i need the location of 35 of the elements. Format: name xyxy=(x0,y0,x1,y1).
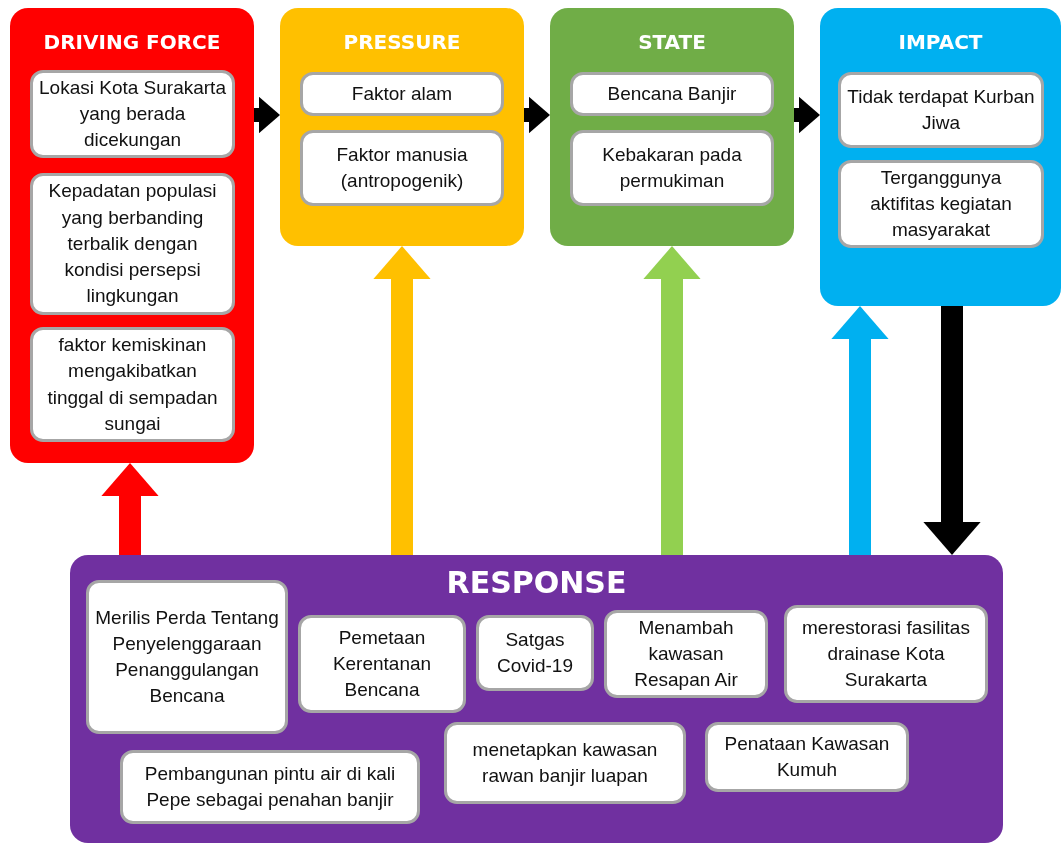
arrow xyxy=(794,96,820,134)
arrow xyxy=(524,96,550,134)
arrow xyxy=(101,463,159,555)
text-box: Lokasi Kota Surakarta yang berada dicekungan xyxy=(30,70,235,158)
text-box: menetapkan kawasan rawan banjir luapan xyxy=(444,722,686,804)
text-box: faktor kemiskinan mengakibatkan tinggal di sempadan sungai xyxy=(30,327,235,442)
panel-heading: DRIVING FORCE xyxy=(42,30,222,54)
colored-panel xyxy=(10,8,254,463)
arrow xyxy=(923,306,981,555)
text-box: Bencana Banjir xyxy=(570,72,774,116)
text-box: Pembangunan pintu air di kali Pepe sebagai penahan banjir xyxy=(120,750,420,824)
text-box: Satgas Covid-19 xyxy=(476,615,594,691)
arrow xyxy=(373,246,431,555)
text-box: Kebakaran pada permukiman xyxy=(570,130,774,206)
panel-heading: RESPONSE xyxy=(445,565,628,600)
arrow xyxy=(643,246,701,555)
panel-heading: PRESSURE xyxy=(342,30,462,54)
text-box: Kepadatan populasi yang berbanding terbalik dengan kondisi persepsi lingkungan xyxy=(30,173,235,315)
arrow xyxy=(831,306,889,555)
text-box: Menambah kawasan Resapan Air xyxy=(604,610,768,698)
panel-heading: IMPACT xyxy=(897,30,984,54)
arrow xyxy=(254,96,280,134)
colored-panel xyxy=(820,8,1061,306)
text-box: Faktor alam xyxy=(300,72,504,116)
colored-panel xyxy=(550,8,794,246)
colored-panel xyxy=(70,555,1003,843)
panel-heading: STATE xyxy=(637,30,707,54)
text-box: Terganggunya aktifitas kegiatan masyarakat xyxy=(838,160,1044,248)
text-box: Pemetaan Kerentanan Bencana xyxy=(298,615,466,713)
text-box: Merilis Perda Tentang Penyelenggaraan Penanggulangan Bencana xyxy=(86,580,288,734)
text-box: Tidak terdapat Kurban Jiwa xyxy=(838,72,1044,148)
text-box: Faktor manusia (antropogenik) xyxy=(300,130,504,206)
text-box: merestorasi fasilitas drainase Kota Surakarta xyxy=(784,605,988,703)
colored-panel xyxy=(280,8,524,246)
text-box: Penataan Kawasan Kumuh xyxy=(705,722,909,792)
